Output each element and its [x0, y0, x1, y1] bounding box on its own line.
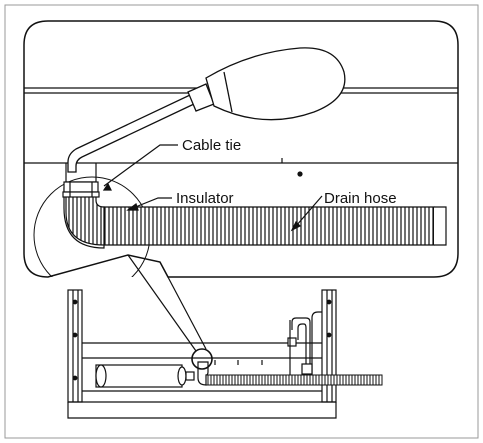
zoomed-inset — [23, 20, 459, 278]
insulator-label: Insulator — [176, 190, 234, 207]
drain-hose-label: Drain hose — [324, 190, 397, 207]
cable-tie-label: Cable tie — [182, 137, 241, 154]
annotations — [102, 144, 323, 232]
indoor-unit-drawing — [67, 289, 383, 419]
outer-border — [4, 4, 479, 439]
water-bottle — [67, 47, 346, 173]
magnify-circle — [191, 348, 213, 370]
